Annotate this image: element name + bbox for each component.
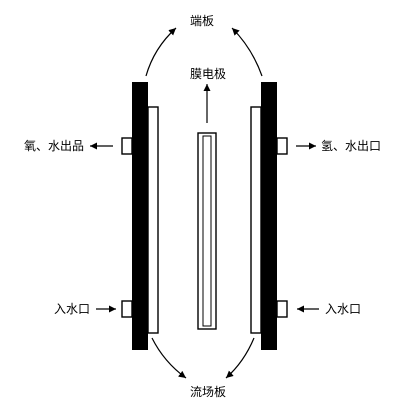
left-end-plate [132, 82, 148, 350]
right-outlet-port [276, 137, 288, 155]
label-end-plate: 端板 [190, 14, 214, 28]
label-membrane-electrode: 膜电极 [190, 67, 226, 81]
arrow-bottom-left-to-flow-plate [151, 337, 187, 379]
left-inlet-port [121, 300, 133, 318]
label-right-inlet: 入水口 [325, 302, 361, 316]
label-left-outlet: 氧、水出品 [24, 139, 84, 153]
membrane-electrode-inner [202, 135, 212, 327]
left-outlet-port [121, 137, 133, 155]
label-left-inlet: 入水口 [54, 302, 90, 316]
arrow-top-right-to-end-plate [231, 27, 263, 77]
arrow-top-left-to-end-plate [145, 27, 177, 77]
arrow-bottom-right-to-flow-plate [225, 337, 255, 379]
left-flow-field-plate [147, 106, 159, 334]
right-end-plate [261, 82, 277, 350]
right-inlet-port [276, 300, 288, 318]
right-flow-field-plate [250, 106, 262, 334]
label-right-outlet: 氢、水出口 [321, 138, 381, 153]
label-flow-field-plate: 流场板 [190, 385, 226, 399]
